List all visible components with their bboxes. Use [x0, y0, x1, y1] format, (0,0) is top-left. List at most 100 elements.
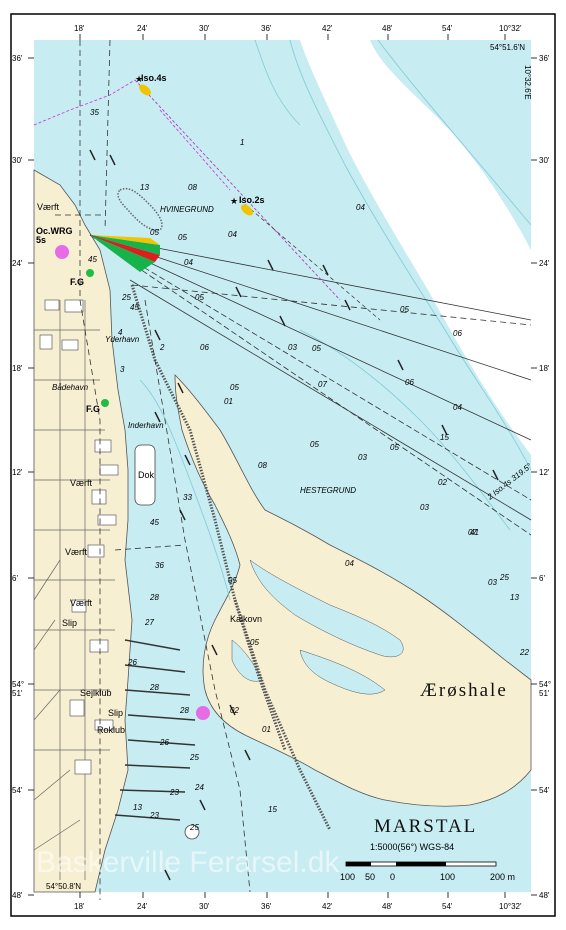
depth-sounding: 05	[195, 293, 204, 302]
scale-bar-label: 200 m	[490, 872, 515, 882]
chart-border	[10, 13, 556, 917]
anchorage-icon	[55, 245, 69, 259]
aeroshale-lagoon-2	[299, 649, 386, 695]
depth-sounding: 26	[159, 738, 169, 747]
right-axis-label: 18'	[539, 364, 550, 373]
depth-sounding: 35	[90, 108, 99, 117]
light-label-fg-2: F.G	[86, 404, 100, 414]
bottom-axis-label: 24'	[137, 902, 148, 911]
light-sector-red	[90, 235, 160, 262]
left-axis-label: 30'	[12, 156, 23, 165]
light-label-ocwrg: Oc.WRG	[36, 226, 73, 236]
right-edge-label: 10°32.6'E	[523, 65, 532, 100]
right-axis-label: 6'	[539, 574, 545, 583]
left-axis-labels: 36'30'24'18'12'6'54°51'54'48'	[12, 54, 24, 900]
depth-sounding: 41	[470, 528, 479, 537]
scale-bar-label: 100	[340, 872, 355, 882]
bottom-axis-label: 42'	[322, 902, 333, 911]
depth-sounding: 05	[228, 576, 237, 585]
bottom-axis-label: 48'	[382, 902, 393, 911]
range-line-iso2s	[239, 199, 381, 321]
buoy-green-1	[86, 269, 94, 277]
buoy-green-2	[101, 399, 109, 407]
chart-scale-note: 1:5000(56°) WGS-84	[370, 842, 454, 852]
depth-sounding: 06	[405, 378, 414, 387]
depth-sounding: 23	[169, 788, 179, 797]
scale-bar-label: 0	[390, 872, 395, 882]
place-inderhavn: Inderhavn	[128, 421, 164, 430]
right-axis-label: 48'	[539, 891, 550, 900]
depth-sounding: 04	[345, 559, 354, 568]
right-axis-label: 54°51'	[539, 680, 551, 698]
fairway-dashed-3	[144, 299, 251, 893]
top-axis-label: 36'	[261, 24, 272, 33]
depth-sounding: 28	[179, 706, 189, 715]
leading-lines	[89, 234, 532, 536]
depth-sounding: 25	[499, 573, 509, 582]
depth-sounding: 4	[118, 328, 123, 337]
depth-sounding: 3	[120, 365, 125, 374]
shoal-contour-b	[299, 329, 511, 531]
star-icon: ★	[135, 74, 143, 84]
bottom-axis-label: 18'	[74, 902, 85, 911]
depth-sounding: 05	[250, 638, 259, 647]
depth-sounding: 45	[130, 303, 139, 312]
aeroshale-lagoon-1	[249, 559, 404, 658]
depth-sounding: 05	[312, 344, 321, 353]
town-streets	[33, 300, 115, 880]
top-axis-labels: 18'24'30'36'42'48'54'10°32'	[74, 24, 522, 33]
depth-sounding: 01	[262, 725, 271, 734]
depth-sounding: 04	[228, 230, 237, 239]
left-axis-label: 54'	[12, 786, 23, 795]
right-axis-label: 30'	[539, 156, 550, 165]
light-label-iso2s: Iso.2s	[239, 195, 265, 205]
top-axis-label: 18'	[74, 24, 85, 33]
light-label-iso4s: Iso.4s	[141, 73, 167, 83]
right-axis-labels: 36'30'24'18'12'6'54°51'54'48'	[539, 54, 551, 900]
depth-sounding: 13	[140, 183, 149, 192]
magenta-limit	[33, 79, 136, 126]
depth-sounding: 36	[155, 561, 164, 570]
depth-sounding: 1	[240, 138, 244, 147]
star-icon: ★	[230, 196, 238, 206]
bottom-axis-label: 30'	[199, 902, 210, 911]
depth-sounding: 04	[184, 258, 193, 267]
scale-bar-label: 50	[365, 872, 375, 882]
top-axis-label: 30'	[199, 24, 210, 33]
depth-sounding: 2	[159, 343, 165, 352]
land-aeroshale	[174, 374, 532, 807]
fairway-dashed-4	[114, 544, 186, 551]
fairway-dashed-6	[131, 284, 532, 326]
depth-sounding: 06	[200, 343, 209, 352]
left-axis-label: 48'	[12, 891, 23, 900]
place-slip-2: Slip	[108, 708, 123, 718]
deep-water-channel	[300, 40, 531, 455]
left-axis-label: 54°51'	[12, 680, 24, 698]
depth-sounding: 13	[510, 593, 519, 602]
light-label-fg-1: F.G	[70, 277, 84, 287]
depth-sounding: 05	[310, 440, 319, 449]
light-sector-green-2	[90, 235, 155, 272]
place-vaerft-1: Værft	[37, 202, 60, 212]
place-vaerft-3: Værft	[65, 547, 88, 557]
magenta-limit-2	[159, 109, 231, 191]
right-axis-label: 24'	[539, 259, 550, 268]
depth-sounding: 02	[438, 478, 447, 487]
deep-contour-1	[289, 39, 532, 471]
right-axis-label: 12'	[539, 468, 550, 477]
light-iso2s: ★	[230, 196, 253, 216]
light-label-5s: 5s	[36, 235, 46, 245]
place-kalkovn: Kalkovn	[230, 614, 262, 624]
place-vaerft-4: Værft	[70, 598, 93, 608]
left-axis-label: 24'	[12, 259, 23, 268]
right-axis-label: 36'	[539, 54, 550, 63]
left-axis-label: 6'	[12, 574, 18, 583]
left-axis-label: 18'	[12, 364, 23, 373]
depth-sounding: 05	[400, 305, 409, 314]
mooring-buoy	[184, 824, 200, 840]
depth-sounding: 05	[150, 228, 159, 237]
depth-sounding: 06	[453, 329, 462, 338]
anchorage-icon-2	[196, 706, 210, 720]
